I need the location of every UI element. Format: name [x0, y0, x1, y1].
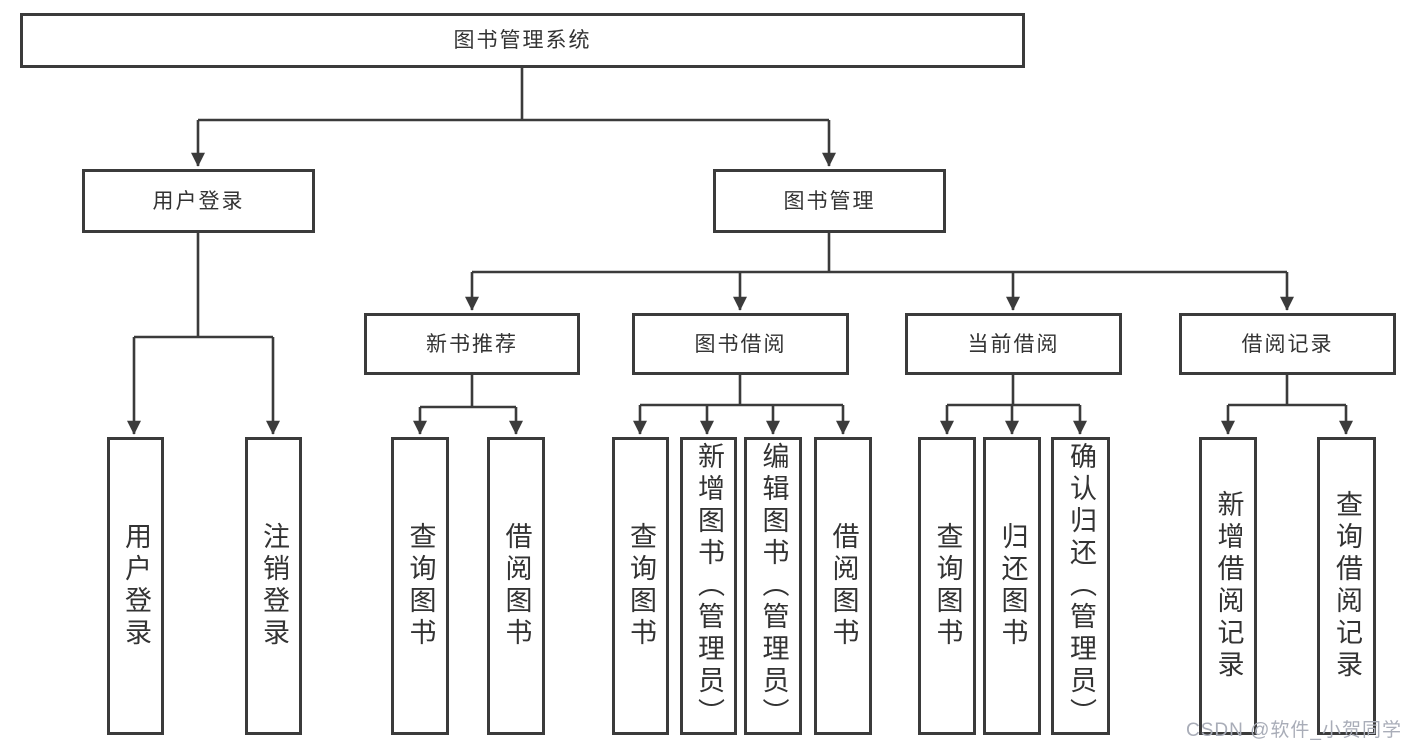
- connector-arrows: [127, 120, 1353, 435]
- leaf-borrow-books-borrow: 借阅图书: [814, 437, 872, 735]
- node-label: 注销登录: [259, 522, 289, 650]
- node-label: 确认归还（管理员）: [1066, 442, 1096, 730]
- leaf-edit-book-admin: 编辑图书（管理员）: [744, 437, 802, 735]
- node-label: 编辑图书（管理员）: [758, 442, 789, 730]
- leaf-add-borrow-record: 新增借阅记录: [1199, 437, 1257, 735]
- leaf-user-login: 用户登录: [107, 437, 164, 735]
- node-label: 当前借阅: [967, 332, 1060, 356]
- node-label: 图书借阅: [694, 332, 787, 356]
- watermark: CSDN @软件_小贺同学: [1186, 720, 1402, 741]
- connector-trunks: [134, 68, 1346, 409]
- leaf-return-book: 归还图书: [983, 437, 1041, 735]
- leaf-query-books-current: 查询图书: [918, 437, 976, 735]
- leaf-query-books-recommend: 查询图书: [391, 437, 449, 735]
- node-label: 用户登录: [152, 189, 245, 213]
- leaf-confirm-return-admin: 确认归还（管理员）: [1051, 437, 1110, 735]
- node-label: 用户登录: [121, 522, 151, 650]
- node-current-borrow: 当前借阅: [905, 313, 1122, 375]
- leaf-query-books-borrow: 查询图书: [612, 437, 669, 735]
- node-new-book-recommend: 新书推荐: [364, 313, 580, 375]
- node-label: 借阅记录: [1241, 332, 1334, 356]
- node-borrow-records: 借阅记录: [1179, 313, 1396, 375]
- node-book-management: 图书管理: [713, 169, 946, 233]
- leaf-borrow-books-recommend: 借阅图书: [487, 437, 545, 735]
- leaf-query-borrow-record: 查询借阅记录: [1317, 437, 1376, 735]
- node-label: 查询借阅记录: [1332, 490, 1362, 682]
- node-label: 查询图书: [405, 522, 436, 650]
- node-label: 图书管理: [783, 189, 876, 213]
- leaf-add-book-admin: 新增图书（管理员）: [680, 437, 737, 735]
- node-label: 查询图书: [932, 522, 963, 650]
- node-label: 借阅图书: [828, 522, 859, 650]
- node-book-borrow: 图书借阅: [632, 313, 849, 375]
- node-label: 新增图书（管理员）: [694, 442, 724, 730]
- node-label: 查询图书: [626, 522, 656, 650]
- root-node: 图书管理系统: [20, 13, 1025, 68]
- node-label: 归还图书: [997, 522, 1028, 650]
- leaf-logout: 注销登录: [245, 437, 302, 735]
- node-label: 图书管理系统: [453, 29, 592, 52]
- node-user-login: 用户登录: [82, 169, 315, 233]
- node-label: 借阅图书: [501, 522, 532, 650]
- node-label: 新增借阅记录: [1213, 490, 1244, 682]
- node-label: 新书推荐: [426, 332, 518, 356]
